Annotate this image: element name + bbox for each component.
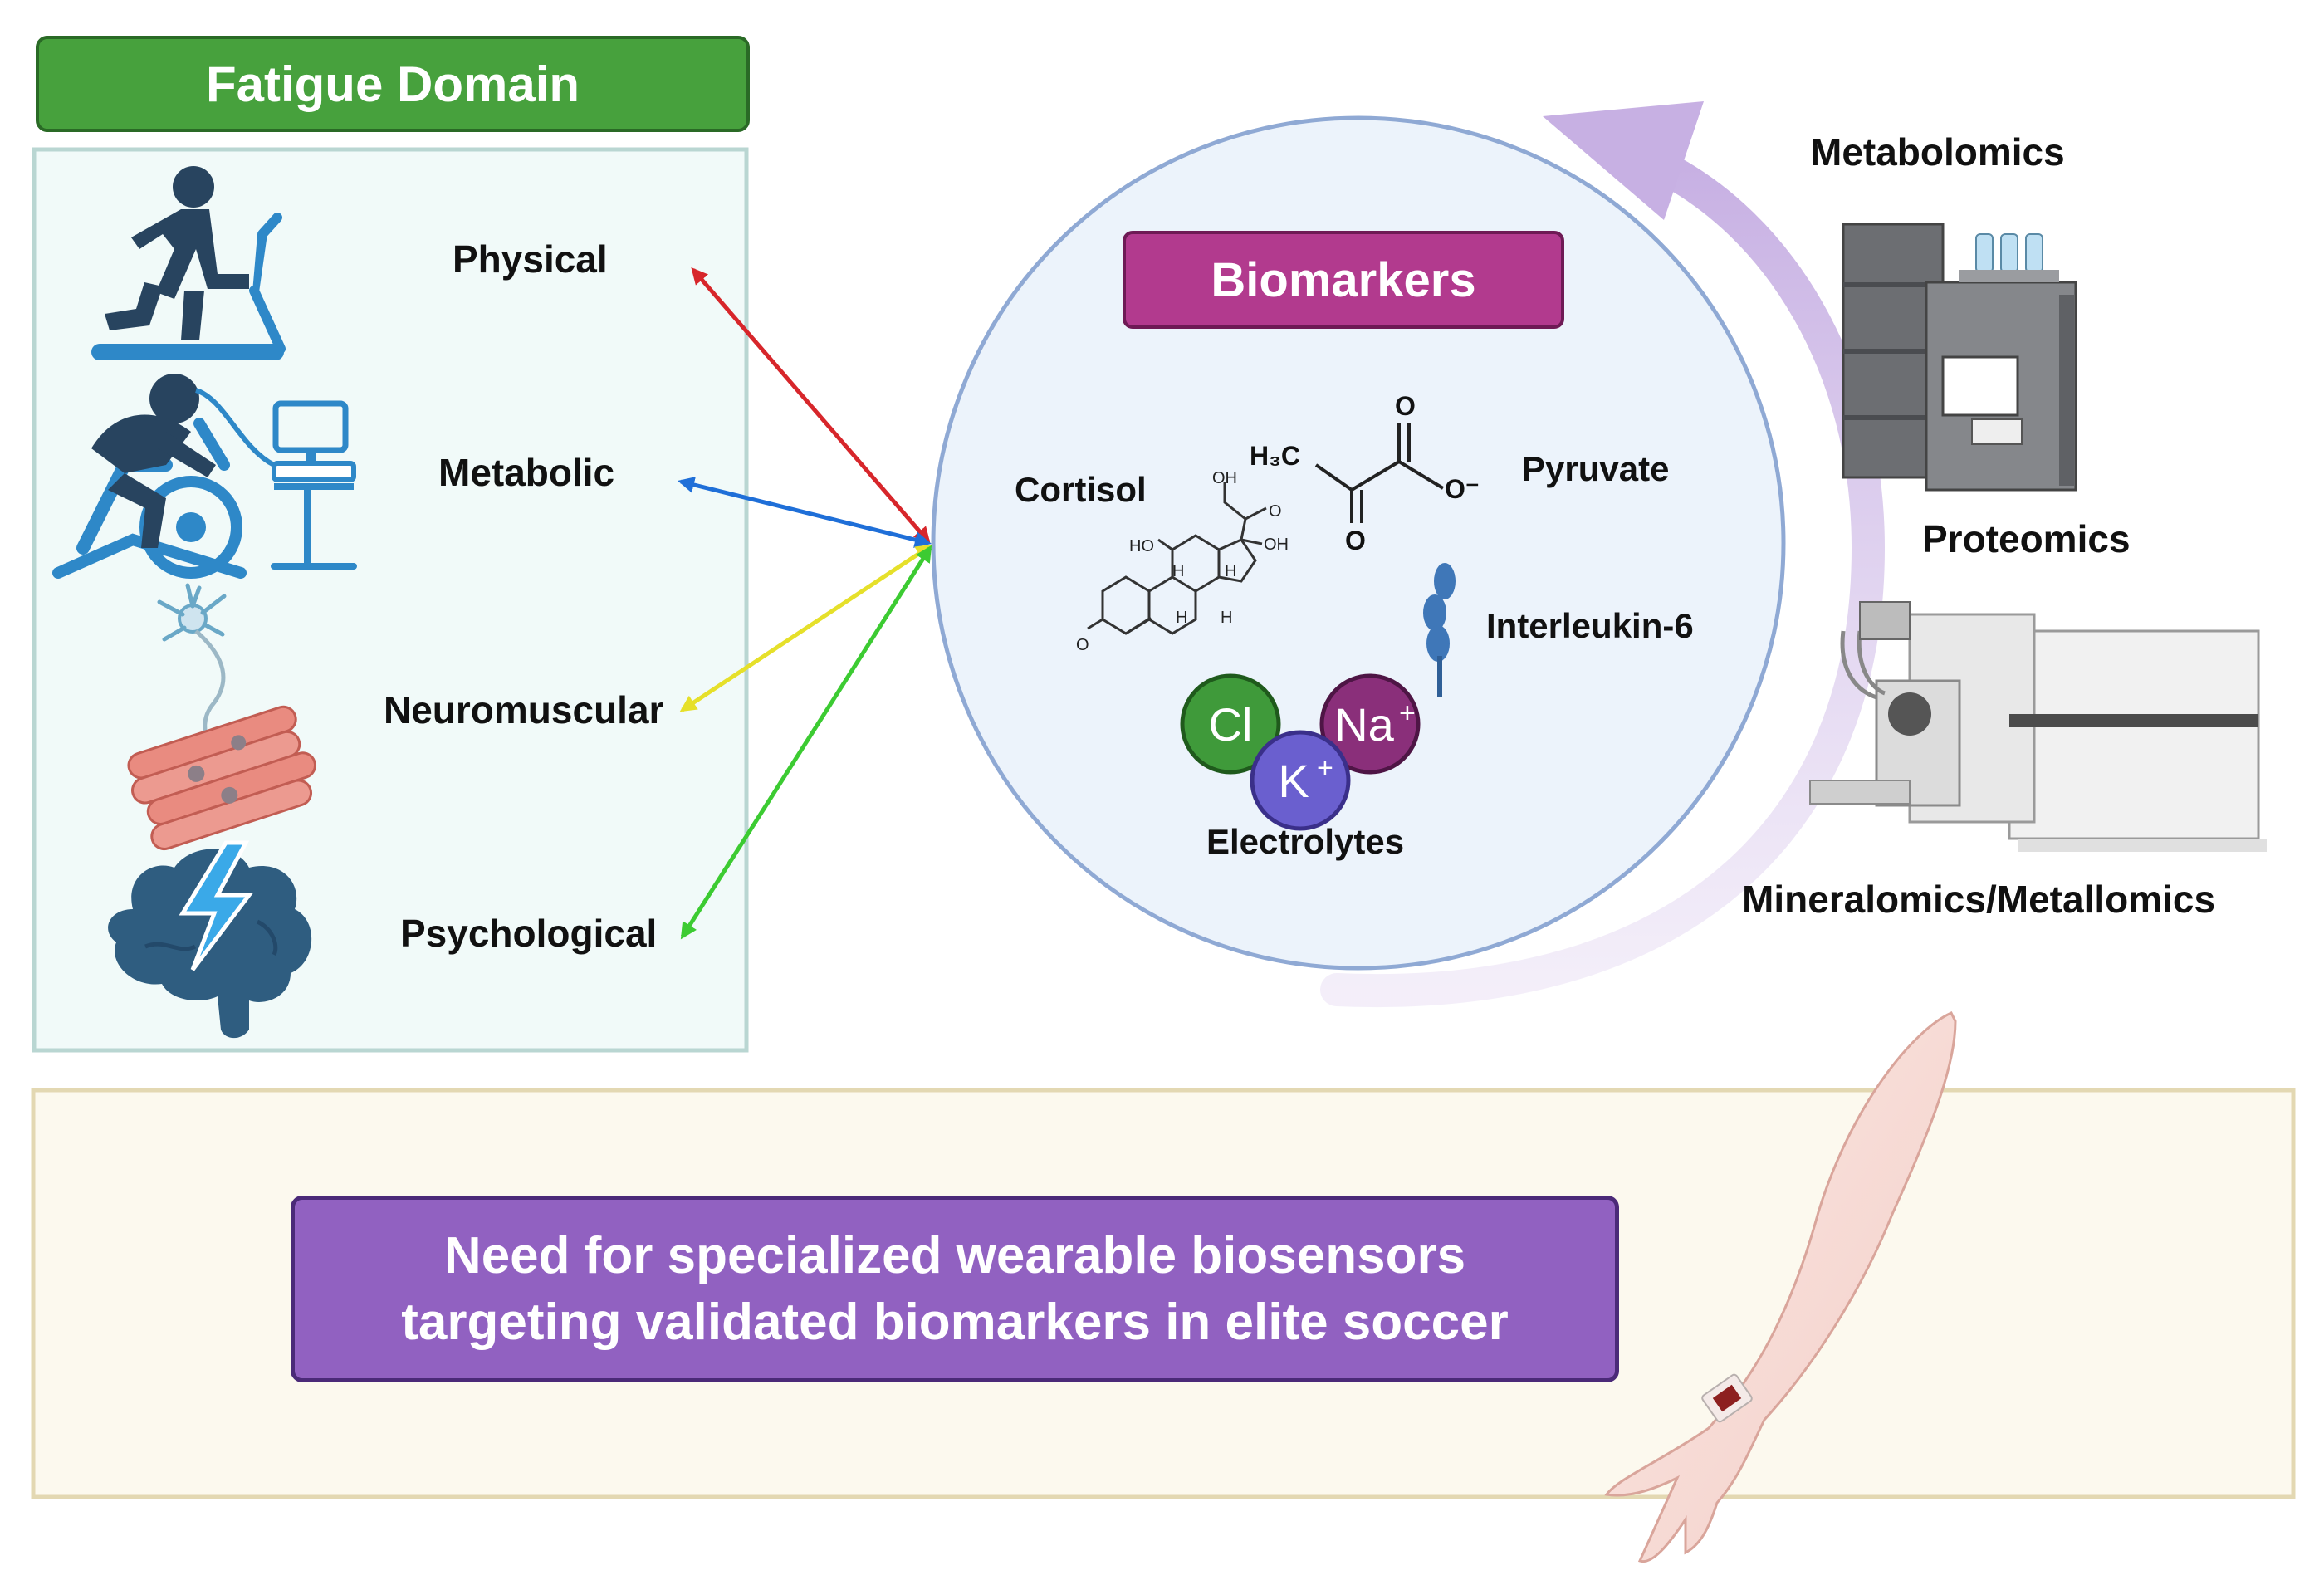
svg-text:H: H xyxy=(1176,609,1187,627)
svg-text:H₃C: H₃C xyxy=(1250,441,1300,471)
svg-text:O: O xyxy=(1395,391,1416,421)
svg-text:Cl: Cl xyxy=(1209,698,1253,751)
svg-text:H: H xyxy=(1172,562,1184,580)
icp-ms-instrument-icon xyxy=(1809,601,2267,852)
svg-text:Na: Na xyxy=(1334,698,1394,751)
biomarkers-title: Biomarkers xyxy=(1123,231,1564,329)
electrolyte-ions: Cl Na + K + xyxy=(1180,673,1421,831)
label-neuromuscular: Neuromuscular xyxy=(384,688,664,731)
svg-text:OH: OH xyxy=(1212,469,1237,487)
arrow-metabolic xyxy=(678,477,932,548)
cycle-arrowhead xyxy=(1543,101,1704,220)
label-cortisol: Cortisol xyxy=(1015,470,1147,509)
svg-text:H: H xyxy=(1225,562,1236,580)
svg-text:O: O xyxy=(1269,502,1282,521)
lc-ms-instrument-icon xyxy=(1842,223,2077,492)
neuron-muscle-icon xyxy=(127,583,316,851)
label-electrolytes: Electrolytes xyxy=(1206,822,1405,861)
label-mineralomics-metallomics: Mineralomics/Metallomics xyxy=(1742,878,2216,921)
label-psychological: Psychological xyxy=(400,912,658,955)
cycle-ergometer-icon xyxy=(52,374,357,579)
label-metabolomics: Metabolomics xyxy=(1810,130,2065,174)
label-proteomics: Proteomics xyxy=(1922,517,2131,560)
need-statement-line-1: Need for specialized wearable biosensors xyxy=(443,1226,1466,1284)
biomarker-circle xyxy=(931,115,1786,971)
arrow-psychological xyxy=(680,545,932,940)
svg-text:O: O xyxy=(1076,636,1089,654)
fatigue-domain-header: Fatigue Domain xyxy=(36,36,750,132)
na-ion xyxy=(1319,673,1421,775)
k-ion xyxy=(1250,730,1351,831)
svg-text:K: K xyxy=(1278,755,1309,807)
label-metabolic: Metabolic xyxy=(438,451,615,494)
treadmill-runner-icon xyxy=(91,166,286,360)
cortisol-structure xyxy=(1087,482,1267,635)
need-statement-line-2: targeting validated biomarkers in elite … xyxy=(401,1293,1509,1351)
cortisol-atom-labels: O HO OH O OH H H H H xyxy=(1076,469,1289,654)
label-pyruvate: Pyruvate xyxy=(1522,449,1670,488)
svg-text:+: + xyxy=(1317,752,1333,784)
svg-text:H: H xyxy=(1221,609,1232,627)
need-statement-box: Need for specialized wearable biosensors… xyxy=(291,1196,1619,1382)
label-physical: Physical xyxy=(453,237,608,281)
brain-lightning-icon xyxy=(108,840,312,1039)
svg-text:+: + xyxy=(1399,697,1416,729)
svg-text:HO: HO xyxy=(1129,537,1154,555)
label-interleukin-6: Interleukin-6 xyxy=(1486,606,1694,645)
arm-wearable-icon xyxy=(1604,1011,1957,1563)
pyruvate-atom-labels: H₃C O O O⁻ xyxy=(1250,391,1480,555)
interleukin-6-icon xyxy=(1423,563,1456,697)
cl-ion xyxy=(1180,673,1281,775)
svg-text:O: O xyxy=(1345,526,1366,555)
svg-text:O⁻: O⁻ xyxy=(1445,474,1480,504)
svg-text:OH: OH xyxy=(1264,536,1289,554)
pyruvate-structure xyxy=(1314,423,1445,523)
